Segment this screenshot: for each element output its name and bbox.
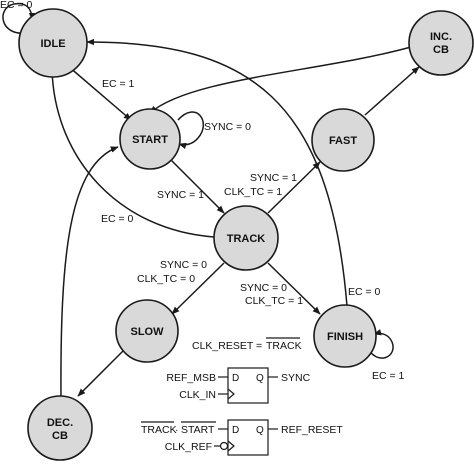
flipflop-reset-input-start: START	[181, 424, 215, 436]
state-dec-cb-label-2: CB	[52, 430, 68, 442]
flipflop-sync-input-d: REF_MSB	[166, 372, 216, 384]
state-inc-cb-label-1: INC.	[430, 31, 452, 43]
flipflop-reset-pin-q: Q	[256, 425, 264, 436]
label-track-to-fast-1: SYNC = 1	[250, 172, 297, 184]
flipflop-sync-pin-d: D	[232, 373, 239, 384]
state-finish: FINISH	[313, 304, 377, 368]
flipflop-reset-input-clk: CLK_REF	[165, 441, 212, 453]
flipflop-reset-input-track: TRACK	[141, 424, 177, 436]
label-track-to-finish-1: SYNC = 0	[240, 282, 287, 294]
state-track-label: TRACK	[227, 233, 266, 245]
edge-idle-to-start	[67, 65, 132, 121]
edge-track-to-idle	[49, 69, 215, 238]
equation-left: CLK_RESET =	[192, 340, 262, 352]
state-start: START	[119, 108, 181, 170]
edge-start-self	[177, 111, 204, 150]
label-start-self: SYNC = 0	[204, 121, 251, 133]
label-finish-self: EC = 1	[372, 370, 405, 382]
label-track-to-slow-1: SYNC = 0	[160, 259, 207, 271]
state-idle-label: IDLE	[40, 38, 65, 50]
label-finish-to-idle: EC = 0	[348, 286, 381, 298]
flipflop-reset-clock-symbol	[227, 440, 235, 452]
label-track-to-idle: EC = 0	[101, 213, 134, 225]
state-finish-label: FINISH	[327, 331, 363, 343]
state-start-label: START	[132, 134, 168, 146]
edge-track-to-fast	[267, 161, 321, 214]
flipflop-reset-clock-inverter	[219, 441, 229, 451]
flipflop-sync-box	[227, 367, 269, 404]
state-slow: SLOW	[115, 299, 179, 363]
flipflop-reset-input-dot: ·	[175, 424, 179, 436]
state-track: TRACK	[213, 205, 279, 271]
state-dec-cb-label-1: DEC.	[47, 417, 73, 429]
label-idle-to-start: EC = 1	[102, 78, 135, 90]
label-track-to-slow-2: CLK_TC = 0	[137, 273, 195, 285]
flipflop-sync-clock-symbol	[227, 388, 235, 400]
state-fast: FAST	[311, 108, 375, 172]
edge-idle-self	[2, 2, 36, 34]
flipflop-sync-output-q: SYNC	[281, 372, 311, 384]
label-idle-self: EC = 0	[0, 0, 33, 11]
label-track-to-fast-2: CLK_TC = 1	[224, 186, 282, 198]
edge-inc-to-start	[149, 46, 412, 114]
state-fast-label: FAST	[329, 135, 357, 147]
edge-track-to-slow	[171, 262, 225, 315]
equation-track-overlined: TRACK	[266, 340, 302, 352]
flipflop-reset-pin-d: D	[232, 425, 239, 436]
flipflop-sync-pin-q: Q	[256, 373, 264, 384]
edge-slow-to-dec	[77, 349, 125, 397]
label-start-to-track: SYNC = 1	[157, 189, 204, 201]
state-inc-cb-label-2: CB	[433, 44, 449, 56]
edge-finish-to-idle	[86, 38, 348, 307]
flipflop-reset-output-q: REF_RESET	[281, 424, 343, 436]
state-inc-cb: INC. CB	[408, 10, 474, 76]
flipflop-sync: D Q REF_MSB CLK_IN SYNC	[166, 367, 311, 404]
label-track-to-finish-2: CLK_TC = 1	[245, 295, 303, 307]
state-dec-cb: DEC. CB	[27, 395, 93, 461]
edge-fast-to-inc	[364, 66, 420, 116]
clk-reset-equation: CLK_RESET = TRACK	[192, 337, 302, 352]
flipflop-sync-input-clk: CLK_IN	[179, 389, 216, 401]
edge-finish-self	[365, 329, 394, 359]
state-idle: IDLE	[18, 8, 88, 78]
edge-start-to-track	[170, 159, 225, 214]
edge-track-to-finish	[267, 262, 321, 315]
flipflop-reset-box	[227, 419, 269, 456]
state-slow-label: SLOW	[131, 326, 165, 338]
edge-dec-to-start	[60, 146, 119, 399]
flipflop-reset: D Q TRACK · START CLK_REF REF_RESET	[141, 419, 343, 456]
